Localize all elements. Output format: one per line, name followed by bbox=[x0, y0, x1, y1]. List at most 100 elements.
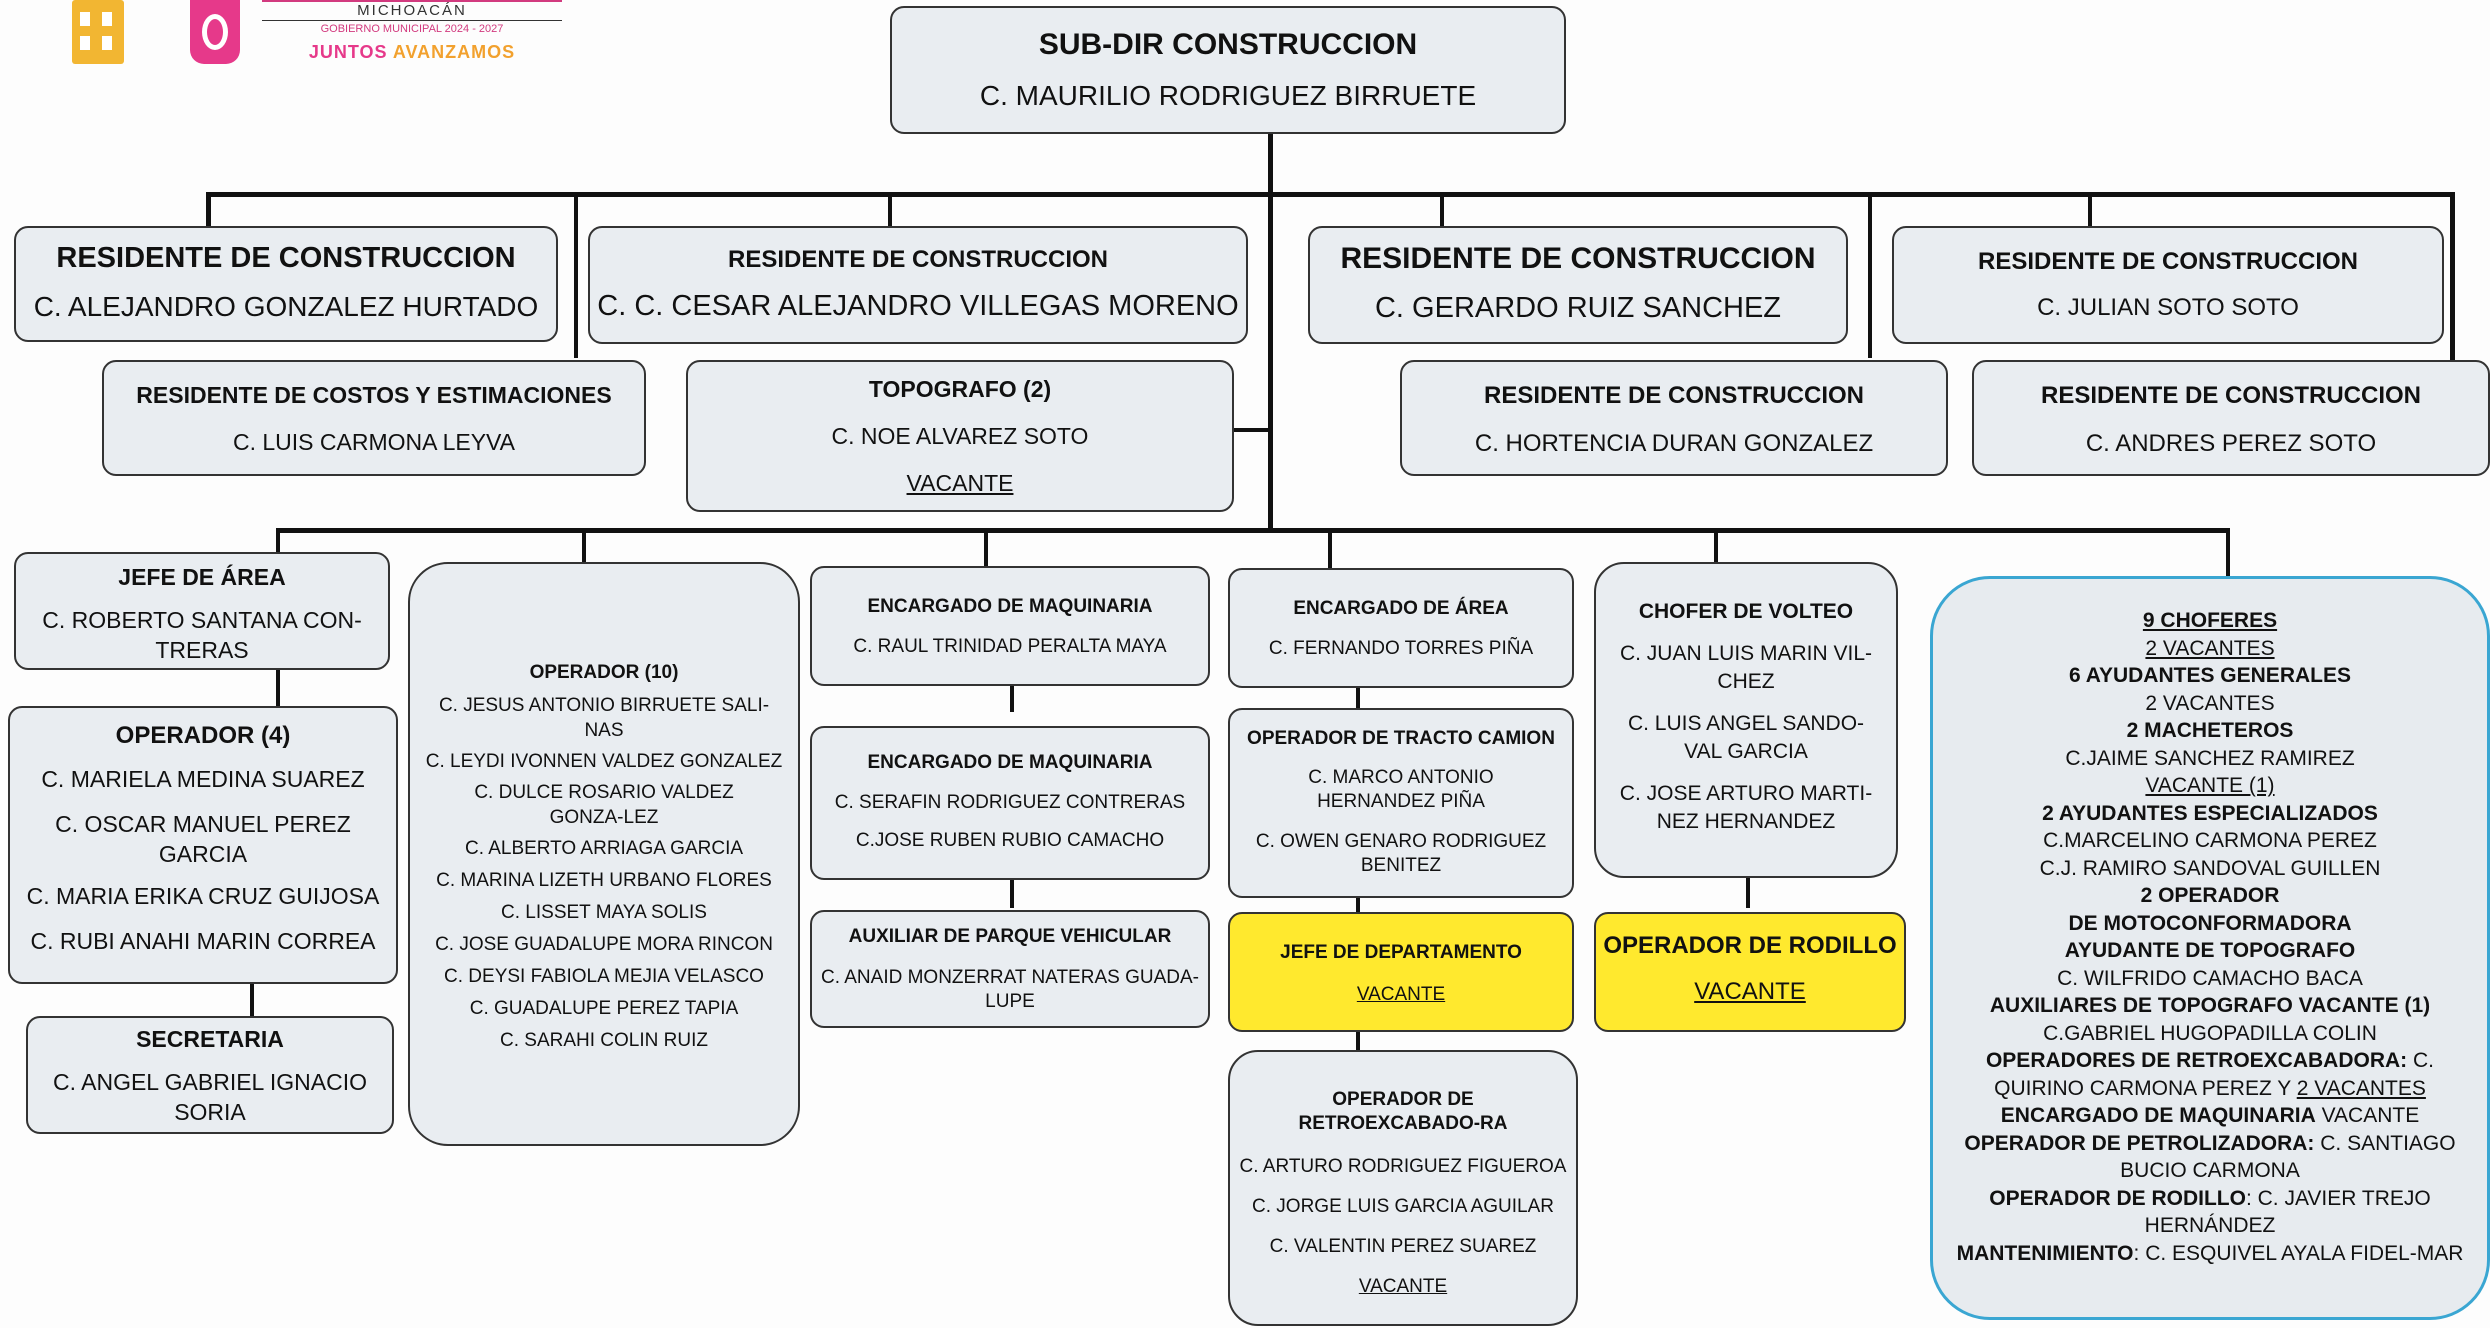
connector bbox=[1440, 192, 1444, 228]
notes-line: C.J. RAMIRO SANDOVAL GUILLEN bbox=[2039, 856, 2381, 880]
slogan-part-2: AVANZAMOS bbox=[392, 42, 516, 62]
jefe-area-title: JEFE DE ÁREA bbox=[118, 564, 286, 590]
resident-title: RESIDENTE DE CONSTRUCCION bbox=[56, 242, 516, 274]
connector bbox=[1356, 1030, 1360, 1050]
operador-10-name: C. GUADALUPE PEREZ TAPIA bbox=[469, 998, 739, 1019]
connector bbox=[1714, 528, 1718, 564]
operador-4-box: OPERADOR (4) C. MARIELA MEDINA SUAREZ C.… bbox=[8, 706, 398, 984]
connector bbox=[276, 668, 280, 710]
operador-4-title: OPERADOR (4) bbox=[115, 722, 291, 749]
notes-label: ENCARGADO DE MAQUINARIA bbox=[2000, 1104, 2316, 1127]
pink-emblem-logo bbox=[190, 0, 240, 64]
connector bbox=[276, 528, 280, 554]
operador-10-title: OPERADOR (10) bbox=[529, 662, 679, 683]
notes-content: 9 CHOFERES 2 VACANTES 6 AYUDANTES GENERA… bbox=[1953, 607, 2467, 1267]
notes-line: 2 OPERADOR bbox=[2140, 884, 2280, 907]
notes-text: C. SANTIAGO BUCIO CARMONA bbox=[2120, 1131, 2456, 1183]
costos-title: RESIDENTE DE COSTOS Y ESTIMACIONES bbox=[136, 382, 612, 408]
notes-line: 6 AYUDANTES GENERALES bbox=[2068, 664, 2351, 687]
jefe-departamento-title: JEFE DE DEPARTAMENTO bbox=[1280, 942, 1522, 963]
notes-line: ENCARGADO DE MAQUINARIA VACANTE bbox=[1953, 1102, 2467, 1130]
sub-director-box: SUB-DIR CONSTRUCCION C. MAURILIO RODRIGU… bbox=[890, 6, 1566, 134]
government-label: GOBIERNO MUNICIPAL 2024 - 2027 bbox=[320, 23, 504, 35]
notes-text: VACANTE bbox=[2315, 1104, 2420, 1127]
operador-10-name: C. MARINA LIZETH URBANO FLORES bbox=[436, 870, 772, 891]
notes-line: VACANTE (1) bbox=[2145, 774, 2275, 797]
connector bbox=[2226, 528, 2230, 576]
auxiliar-name: C. ANAID MONZERRAT NATERAS GUADA-LUPE bbox=[821, 967, 1199, 1012]
notes-label: OPERADORES DE RETROEXCABADORA: bbox=[1985, 1049, 2408, 1072]
government-wordmark: MICHOACÁN GOBIERNO MUNICIPAL 2024 - 2027… bbox=[262, 0, 562, 70]
jefe-departamento-box: JEFE DE DEPARTAMENTO VACANTE bbox=[1228, 912, 1574, 1032]
encargado-area-box: ENCARGADO DE ÁREA C. FERNANDO TORRES PIÑ… bbox=[1228, 568, 1574, 688]
resident-name: C. JULIAN SOTO SOTO bbox=[2037, 294, 2299, 321]
tracto-title: OPERADOR DE TRACTO CAMION bbox=[1247, 728, 1555, 749]
sub-director-name: C. MAURILIO RODRIGUEZ BIRRUETE bbox=[979, 80, 1477, 111]
resident-name: C. ANDRES PEREZ SOTO bbox=[2085, 430, 2377, 457]
auxiliar-title: AUXILIAR DE PARQUE VEHICULAR bbox=[848, 926, 1172, 947]
maquinaria-name: C. RAUL TRINIDAD PERALTA MAYA bbox=[853, 636, 1167, 657]
connector bbox=[250, 982, 254, 1020]
resident-box-4: RESIDENTE DE CONSTRUCCION C. JULIAN SOTO… bbox=[1892, 226, 2444, 344]
tracto-name: C. OWEN GENARO RODRIGUEZ BENITEZ bbox=[1255, 831, 1547, 876]
connector bbox=[1268, 132, 1273, 532]
operador-10-name: C. LEYDI IVONNEN VALDEZ GONZALEZ bbox=[425, 751, 783, 772]
connector bbox=[582, 528, 586, 564]
secretaria-title: SECRETARIA bbox=[136, 1026, 284, 1052]
encargado-area-title: ENCARGADO DE ÁREA bbox=[1293, 598, 1509, 619]
operador-4-name: C. MARIELA MEDINA SUAREZ bbox=[41, 766, 365, 792]
operador-10-name: C. JESUS ANTONIO BIRRUETE SALI-NAS bbox=[438, 695, 770, 741]
resident-name: C. HORTENCIA DURAN GONZALEZ bbox=[1474, 430, 1874, 457]
connector bbox=[2088, 192, 2092, 226]
maquinaria-name: C. SERAFIN RODRIGUEZ CONTRERAS bbox=[834, 792, 1186, 813]
notes-label: MANTENIMIENTO bbox=[1956, 1241, 2134, 1265]
state-label: MICHOACÁN bbox=[357, 2, 467, 19]
resident-name: C. GERARDO RUIZ SANCHEZ bbox=[1374, 292, 1782, 324]
topografo-box: TOPOGRAFO (2) C. NOE ALVAREZ SOTO VACANT… bbox=[686, 360, 1234, 512]
sub-director-title: SUB-DIR CONSTRUCCION bbox=[1038, 28, 1418, 61]
tracto-name: C. MARCO ANTONIO HERNANDEZ PIÑA bbox=[1308, 767, 1494, 812]
resident-name: C. C. CESAR ALEJANDRO VILLEGAS MORENO bbox=[597, 290, 1239, 322]
operador-4-name: C. OSCAR MANUEL PEREZ GARCIA bbox=[55, 811, 351, 867]
notes-line: OPERADOR DE PETROLIZADORA: C. SANTIAGO B… bbox=[1953, 1130, 2467, 1185]
retro-title: OPERADOR DE RETROEXCABADO-RA bbox=[1298, 1089, 1508, 1134]
personnel-notes-box: 9 CHOFERES 2 VACANTES 6 AYUDANTES GENERA… bbox=[1930, 576, 2490, 1320]
connector bbox=[1328, 528, 1332, 568]
chofer-volteo-box: CHOFER DE VOLTEO C. JUAN LUIS MARIN VIL-… bbox=[1594, 562, 1898, 878]
notes-text: 2 VACANTES bbox=[2296, 1076, 2426, 1100]
connector bbox=[1868, 192, 1872, 358]
topografo-title: TOPOGRAFO (2) bbox=[868, 376, 1052, 402]
jefe-departamento-vacant: VACANTE bbox=[1356, 984, 1446, 1005]
maquinaria-name: C.JOSE RUBEN RUBIO CAMACHO bbox=[855, 830, 1165, 851]
operador-10-name: C. LISSET MAYA SOLIS bbox=[501, 902, 707, 923]
chofer-name: C. LUIS ANGEL SANDO-VAL GARCIA bbox=[1627, 712, 1865, 763]
costos-name: C. LUIS CARMONA LEYVA bbox=[232, 429, 516, 455]
connector bbox=[206, 192, 211, 228]
connector bbox=[1010, 878, 1014, 908]
operador-10-name: C. DEYSI FABIOLA MEJIA VELASCO bbox=[444, 966, 764, 987]
retro-name: C. ARTURO RODRIGUEZ FIGUEROA bbox=[1239, 1156, 1567, 1177]
connector bbox=[1010, 684, 1014, 712]
connector bbox=[888, 192, 892, 226]
resident-title: RESIDENTE DE CONSTRUCCION bbox=[1340, 242, 1816, 275]
secretaria-box: SECRETARIA C. ANGEL GABRIEL IGNACIO SORI… bbox=[26, 1016, 394, 1134]
rodillo-title: OPERADOR DE RODILLO bbox=[1603, 932, 1897, 959]
operador-10-name: C. SARAHI COLIN RUIZ bbox=[500, 1030, 708, 1051]
maquinaria-2-box: ENCARGADO DE MAQUINARIA C. SERAFIN RODRI… bbox=[810, 726, 1210, 880]
jefe-area-name: C. ROBERTO SANTANA CON-TRERAS bbox=[42, 607, 362, 663]
retro-name: C. VALENTIN PEREZ SUAREZ bbox=[1269, 1236, 1537, 1257]
connector bbox=[276, 528, 2230, 533]
operador-10-name: C. JOSE GUADALUPE MORA RINCON bbox=[435, 934, 773, 955]
tracto-camion-box: OPERADOR DE TRACTO CAMION C. MARCO ANTON… bbox=[1228, 708, 1574, 898]
resident-title: RESIDENTE DE CONSTRUCCION bbox=[727, 246, 1109, 273]
connector bbox=[206, 192, 2450, 197]
resident-box-3: RESIDENTE DE CONSTRUCCION C. GERARDO RUI… bbox=[1308, 226, 1848, 344]
notes-label: OPERADOR DE RODILLO bbox=[1989, 1186, 2246, 1210]
notes-line: MANTENIMIENTO: C. ESQUIVEL AYALA FIDEL-M… bbox=[1953, 1240, 2467, 1268]
notes-line: 2 VACANTES bbox=[2145, 636, 2275, 660]
connector bbox=[2450, 192, 2455, 360]
operador-4-name: C. MARIA ERIKA CRUZ GUIJOSA bbox=[26, 883, 380, 909]
resident-hortencia-box: RESIDENTE DE CONSTRUCCION C. HORTENCIA D… bbox=[1400, 360, 1948, 476]
operador-10-box: OPERADOR (10) C. JESUS ANTONIO BIRRUETE … bbox=[408, 562, 800, 1146]
notes-line: OPERADOR DE RODILLO: C. JAVIER TREJO HER… bbox=[1953, 1185, 2467, 1240]
